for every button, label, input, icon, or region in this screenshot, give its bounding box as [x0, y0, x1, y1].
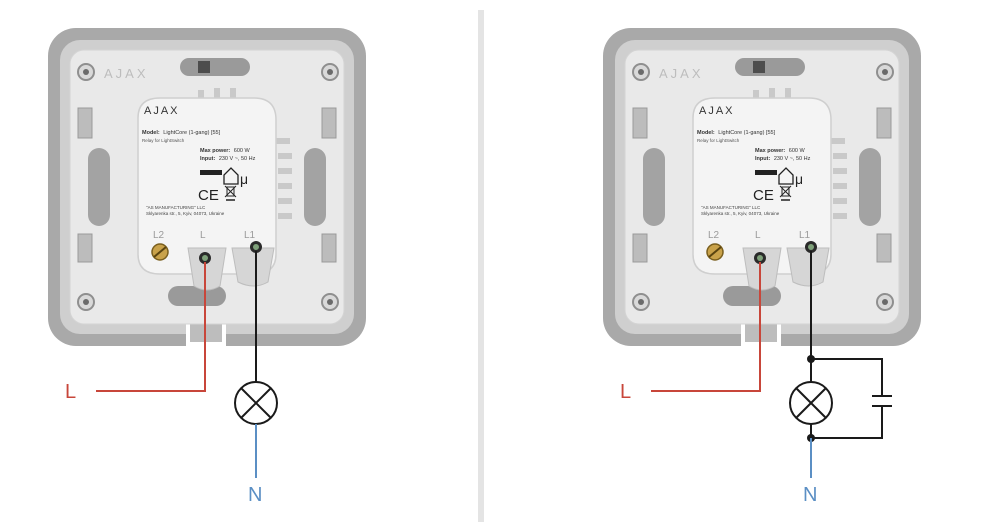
- model-right: LightCore (1-gang) [55]: [718, 130, 775, 136]
- terminal-l1-right: [805, 241, 817, 253]
- relay-left: Relay for LightSwitch: [142, 138, 185, 143]
- module-brand-right: AJAX: [699, 105, 735, 117]
- ce-mark-left: CE: [198, 187, 219, 204]
- svg-text:Input: 230 V ~, 50 Hz: Input: 230 V ~, 50 Hz: [200, 156, 256, 162]
- svg-text:Model: LightCore (1-gang): Model: LightCore (1-gang) [55]: [697, 130, 776, 136]
- weee-bin-icon-left: [224, 185, 237, 201]
- manufacturer-left: "AS MANUFACTURING" LLC: [146, 205, 206, 210]
- ce-mark-right: CE: [753, 187, 774, 204]
- module-brand-left: AJAX: [144, 105, 180, 117]
- live-label-right: L: [620, 381, 631, 403]
- terminal-l1-left: [250, 241, 262, 253]
- input-prefix-right: Input:: [755, 156, 770, 162]
- indoor-icon-right: [778, 167, 794, 185]
- terminal-label-l-left: L: [200, 230, 206, 241]
- input-prefix-left: Input:: [200, 156, 215, 162]
- terminal-label-l2-left: L2: [153, 230, 165, 241]
- max-power-prefix-left: Max power:: [200, 148, 230, 154]
- terminal-l-left: [199, 252, 211, 264]
- manufacturer-right: "AS MANUFACTURING" LLC: [701, 205, 761, 210]
- indoor-icon-left: [223, 167, 239, 185]
- address-left: Sklyarenka str., 5, Kyiv, 04073, Ukraine: [146, 211, 225, 216]
- terminal-label-l1-left: L1: [244, 230, 256, 241]
- weee-bin-icon-right: [779, 185, 792, 201]
- panel-divider: [478, 10, 484, 522]
- address-right: Sklyarenka str., 5, Kyiv, 04073, Ukraine: [701, 211, 780, 216]
- svg-text:Max power: 600 W: Max power: 600 W: [200, 148, 251, 154]
- live-label-left: L: [65, 381, 76, 403]
- lamp-icon-left: [234, 381, 278, 425]
- terminal-label-l1-right: L1: [799, 230, 811, 241]
- polarity-icon-left: [200, 170, 222, 175]
- max-power-prefix-right: Max power:: [755, 148, 785, 154]
- mu-mark-right: μ: [795, 171, 803, 187]
- frame-brand-left: AJAX: [104, 66, 149, 81]
- neutral-label-right: N: [803, 484, 817, 506]
- model-left: LightCore (1-gang) [55]: [163, 130, 220, 136]
- svg-text:Max power: 600 W: Max power: 600 W: [755, 148, 806, 154]
- model-prefix-right: Model:: [697, 130, 715, 136]
- live-wire-right: [651, 262, 761, 392]
- mu-mark-left: μ: [240, 171, 248, 187]
- max-power-left: 600 W: [234, 148, 251, 154]
- max-power-right: 600 W: [789, 148, 806, 154]
- bypass-capacitor: [811, 358, 892, 439]
- relay-right: Relay for LightSwitch: [697, 138, 740, 143]
- svg-text:Model: LightCore (1-gang): Model: LightCore (1-gang) [55]: [142, 130, 221, 136]
- terminal-label-l2-right: L2: [708, 230, 720, 241]
- polarity-icon-right: [755, 170, 777, 175]
- terminal-label-l-right: L: [755, 230, 761, 241]
- svg-text:Input: 230 V ~, 50 Hz: Input: 230 V ~, 50 Hz: [755, 156, 811, 162]
- input-left: 230 V ~, 50 Hz: [219, 156, 256, 162]
- frame-brand-right: AJAX: [659, 66, 704, 81]
- input-right: 230 V ~, 50 Hz: [774, 156, 811, 162]
- neutral-label-left: N: [248, 484, 262, 506]
- lamp-icon-right: [789, 381, 833, 425]
- terminal-l-right: [754, 252, 766, 264]
- model-prefix-left: Model:: [142, 130, 160, 136]
- live-wire-left: [96, 262, 206, 392]
